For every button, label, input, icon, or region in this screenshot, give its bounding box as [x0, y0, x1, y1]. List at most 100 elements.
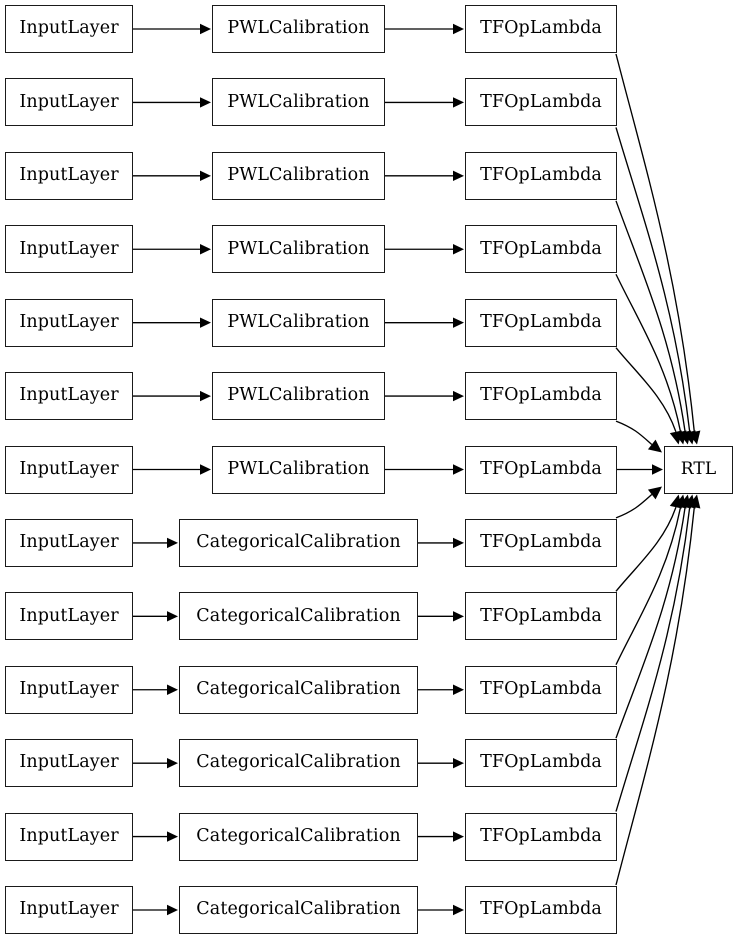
node-label: PWLCalibration — [227, 238, 370, 259]
edge-lambda-to-rtl-2 — [615, 200, 686, 432]
node-label: TFOpLambda — [480, 165, 602, 186]
node-categorical-calibration-9[interactable]: CategoricalCalibration — [179, 665, 418, 714]
edge-lambda-to-rtl-4 — [615, 347, 677, 432]
edge-arrowhead — [453, 317, 464, 328]
node-pwlcalibration-2[interactable]: PWLCalibration — [212, 151, 385, 200]
node-label: PWLCalibration — [227, 311, 370, 332]
edge-arrowhead — [453, 170, 464, 182]
node-input-layer-7[interactable]: InputLayer — [5, 518, 133, 567]
node-label: InputLayer — [19, 458, 119, 479]
node-categorical-calibration-8[interactable]: CategoricalCalibration — [179, 592, 418, 641]
node-label: PWLCalibration — [227, 458, 370, 479]
node-tf-op-lambda-12[interactable]: TFOpLambda — [465, 886, 617, 934]
edge-arrowhead — [200, 317, 211, 328]
node-tf-op-lambda-3[interactable]: TFOpLambda — [465, 225, 617, 274]
node-input-layer-6[interactable]: InputLayer — [5, 445, 133, 494]
edge-arrowhead — [167, 611, 178, 622]
node-categorical-calibration-12[interactable]: CategoricalCalibration — [179, 886, 418, 934]
node-label: TFOpLambda — [480, 91, 602, 112]
edge-arrowhead — [453, 390, 464, 402]
node-tf-op-lambda-7[interactable]: TFOpLambda — [465, 518, 617, 567]
edge-arrowhead — [200, 23, 211, 35]
edge-arrowhead — [200, 390, 211, 402]
node-tf-op-lambda-10[interactable]: TFOpLambda — [465, 739, 617, 788]
edge-arrowhead — [167, 904, 178, 916]
node-tf-op-lambda-6[interactable]: TFOpLambda — [465, 445, 617, 494]
edge-lambda-to-rtl-1 — [615, 127, 691, 432]
node-label: InputLayer — [19, 311, 119, 332]
node-label: TFOpLambda — [480, 679, 602, 699]
node-label: CategoricalCalibration — [196, 679, 401, 699]
edge-arrowhead — [200, 244, 211, 255]
node-input-layer-10[interactable]: InputLayer — [5, 739, 133, 788]
node-input-layer-3[interactable]: InputLayer — [5, 225, 133, 274]
edge-arrowhead — [683, 430, 696, 445]
node-label: CategoricalCalibration — [196, 532, 401, 553]
edge-arrowhead — [167, 684, 178, 695]
node-label: InputLayer — [19, 91, 119, 112]
edge-arrowhead — [647, 486, 662, 500]
node-tf-op-lambda-2[interactable]: TFOpLambda — [465, 151, 617, 200]
node-label: InputLayer — [19, 385, 119, 406]
node-label: PWLCalibration — [227, 165, 370, 186]
edge-arrowhead — [453, 23, 464, 35]
node-categorical-calibration-11[interactable]: CategoricalCalibration — [179, 812, 418, 861]
edge-arrowhead — [674, 430, 687, 445]
node-pwlcalibration-5[interactable]: PWLCalibration — [212, 372, 385, 421]
edge-arrowhead — [647, 439, 662, 453]
edge-arrowhead — [453, 611, 464, 622]
node-label: InputLayer — [19, 238, 119, 259]
node-input-layer-4[interactable]: InputLayer — [5, 298, 133, 347]
node-label: InputLayer — [19, 18, 119, 39]
node-pwlcalibration-1[interactable]: PWLCalibration — [212, 78, 385, 127]
edge-arrowhead — [453, 831, 464, 842]
node-label: CategoricalCalibration — [196, 899, 401, 920]
edge-arrowhead — [200, 97, 211, 108]
node-tf-op-lambda-9[interactable]: TFOpLambda — [465, 665, 617, 714]
node-input-layer-11[interactable]: InputLayer — [5, 812, 133, 861]
edge-arrowhead — [453, 97, 464, 108]
node-input-layer-2[interactable]: InputLayer — [5, 151, 133, 200]
node-input-layer-8[interactable]: InputLayer — [5, 592, 133, 641]
node-label: InputLayer — [19, 605, 119, 626]
edge-arrowhead — [453, 244, 464, 255]
node-tf-op-lambda-5[interactable]: TFOpLambda — [465, 372, 617, 421]
node-categorical-calibration-10[interactable]: CategoricalCalibration — [179, 739, 418, 788]
edge-lambda-to-rtl-8 — [615, 507, 677, 592]
node-categorical-calibration-7[interactable]: CategoricalCalibration — [179, 518, 418, 567]
edge-arrowhead — [679, 430, 692, 445]
edge-arrowhead — [200, 170, 211, 182]
node-pwlcalibration-4[interactable]: PWLCalibration — [212, 298, 385, 347]
node-rtl-output[interactable]: RTL — [664, 445, 733, 494]
node-input-layer-9[interactable]: InputLayer — [5, 665, 133, 714]
edge-arrowhead — [652, 464, 663, 475]
node-label: TFOpLambda — [480, 752, 602, 773]
node-input-layer-1[interactable]: InputLayer — [5, 78, 133, 127]
edge-arrowhead — [669, 494, 682, 509]
node-label: InputLayer — [19, 899, 119, 920]
node-label: TFOpLambda — [480, 458, 602, 479]
node-tf-op-lambda-1[interactable]: TFOpLambda — [465, 78, 617, 127]
node-tf-op-lambda-0[interactable]: TFOpLambda — [465, 5, 617, 53]
node-input-layer-12[interactable]: InputLayer — [5, 886, 133, 934]
edge-arrowhead — [453, 464, 464, 475]
edge-lambda-to-rtl-12 — [615, 507, 695, 886]
node-input-layer-0[interactable]: InputLayer — [5, 5, 133, 53]
node-input-layer-5[interactable]: InputLayer — [5, 372, 133, 421]
node-tf-op-lambda-4[interactable]: TFOpLambda — [465, 298, 617, 347]
node-pwlcalibration-6[interactable]: PWLCalibration — [212, 445, 385, 494]
edge-lambda-to-rtl-0 — [615, 53, 695, 432]
node-label: TFOpLambda — [480, 18, 602, 39]
node-tf-op-lambda-8[interactable]: TFOpLambda — [465, 592, 617, 641]
node-label: InputLayer — [19, 165, 119, 186]
node-pwlcalibration-3[interactable]: PWLCalibration — [212, 225, 385, 274]
edge-arrowhead — [167, 537, 178, 549]
node-pwlcalibration-0[interactable]: PWLCalibration — [212, 5, 385, 53]
node-label: TFOpLambda — [480, 311, 602, 332]
node-label: CategoricalCalibration — [196, 825, 401, 846]
edge-lambda-to-rtl-9 — [615, 507, 682, 666]
node-tf-op-lambda-11[interactable]: TFOpLambda — [465, 812, 617, 861]
node-label: PWLCalibration — [227, 91, 370, 112]
edge-arrowhead — [453, 757, 464, 769]
edge-lambda-to-rtl-10 — [615, 507, 686, 739]
